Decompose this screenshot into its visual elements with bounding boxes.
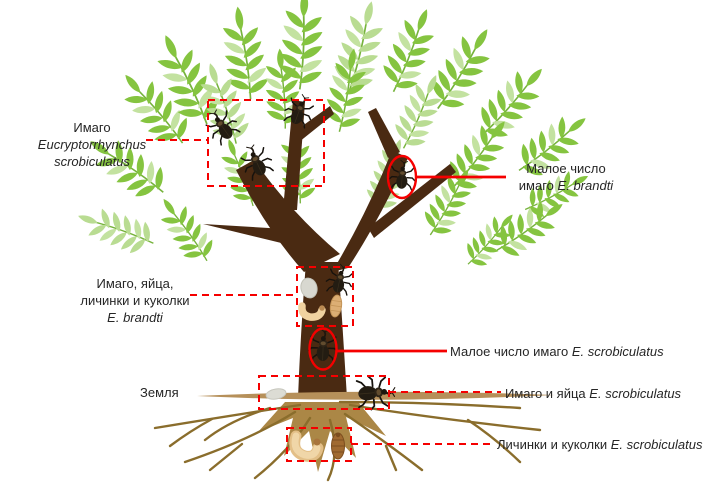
annotation-ellipse-trunk: [308, 327, 338, 371]
insects: [199, 89, 417, 462]
pupa-trunk: [329, 294, 343, 318]
larva-roots: [289, 430, 324, 462]
root-system: [153, 400, 542, 482]
label-soil: Земля: [140, 385, 179, 400]
annotations: [146, 99, 506, 462]
larva-trunk: [298, 302, 326, 321]
annotation-rect-crown: [207, 99, 325, 187]
egg-trunk: [300, 277, 318, 299]
pupa-roots: [331, 432, 345, 460]
label-trunk-stages-brandti: Имаго, яйца, личинки и куколки E. brandt…: [80, 276, 190, 325]
label-roots-larvae-pupae: Личинки и куколки E. scrobiculatus: [497, 437, 703, 452]
label-few-adults-scrobiculatus: Малое число имаго E. scrobiculatus: [450, 344, 664, 359]
egg-ground: [265, 388, 287, 400]
label-soil-adults-eggs: Имаго и яйца E. scrobiculatus: [505, 386, 682, 401]
label-crown-adults: Имаго Eucryptorrhynchus scrobiculatus: [37, 120, 147, 169]
label-few-adults-brandti: Малое число имаго E. brandti: [518, 161, 614, 193]
annotation-rect-trunk: [296, 266, 354, 327]
